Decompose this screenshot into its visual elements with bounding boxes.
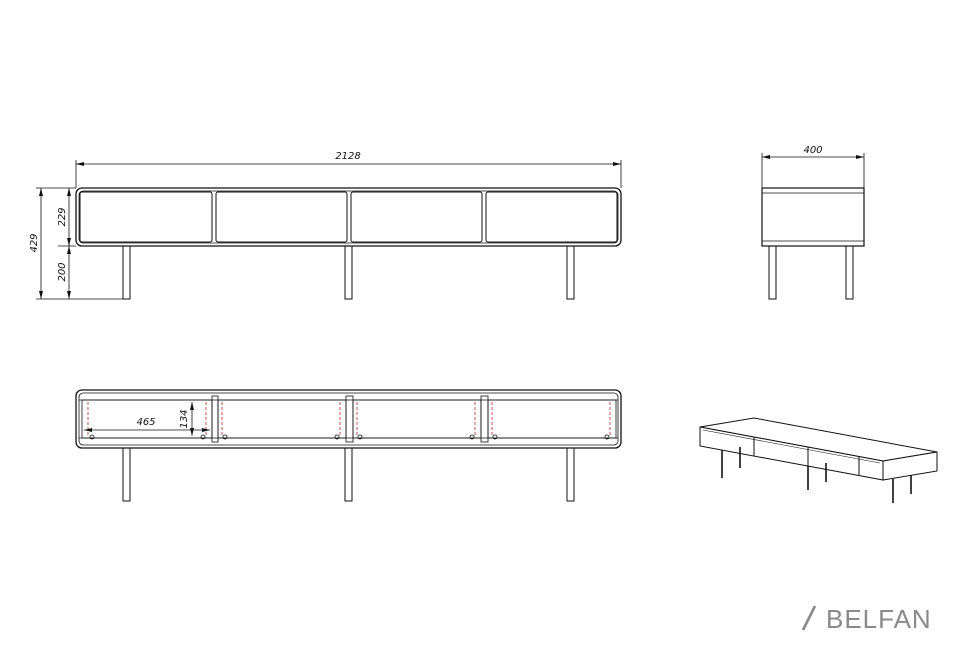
dimension-inner: 465 134	[84, 402, 210, 436]
compartment-4	[487, 399, 617, 439]
leg-left	[122, 245, 131, 300]
drawer-front-4	[485, 191, 618, 243]
side-leg-back	[845, 245, 854, 300]
iso-side-face	[882, 451, 938, 481]
drawer-front-2	[215, 191, 348, 243]
isometric-view	[699, 417, 938, 503]
leg-middle	[344, 245, 353, 300]
dim-200: 200	[57, 262, 68, 281]
open-leg-left	[122, 447, 131, 502]
open-leg-middle	[344, 447, 353, 502]
front-view: 2128 429 229	[29, 151, 622, 300]
dimension-heights: 429 229 200	[29, 187, 123, 300]
dim-2128: 2128	[335, 151, 360, 162]
brand-name: BELFAN	[826, 604, 932, 634]
hardware-dots	[89, 434, 610, 440]
drawer-front-1	[79, 191, 213, 243]
partition-1	[211, 395, 219, 443]
open-cabinet-body	[75, 389, 622, 449]
dim-465: 465	[136, 417, 155, 428]
leg-right	[566, 245, 575, 300]
side-view: 400	[761, 145, 865, 300]
side-leg-front	[768, 245, 777, 300]
partition-2	[345, 395, 354, 443]
cabinet-body	[75, 187, 622, 247]
drawer-front-3	[350, 191, 483, 243]
dim-400: 400	[803, 145, 822, 156]
cabinet-inner-edge	[78, 190, 619, 244]
open-leg-right	[566, 447, 575, 502]
side-body	[761, 187, 865, 247]
front-view-open: 465 134	[75, 389, 622, 502]
compartment-3	[352, 399, 482, 439]
dimension-depth: 400	[761, 145, 865, 188]
dim-429: 429	[29, 233, 40, 252]
dim-229: 229	[57, 207, 68, 226]
hinge-markings	[87, 402, 611, 436]
dim-134: 134	[179, 409, 190, 428]
brand-slash-icon	[801, 605, 817, 631]
partition-3	[480, 395, 489, 443]
brand-logo: BELFAN	[801, 604, 932, 634]
dimension-total-width: 2128	[75, 151, 622, 188]
compartment-2	[217, 399, 347, 439]
